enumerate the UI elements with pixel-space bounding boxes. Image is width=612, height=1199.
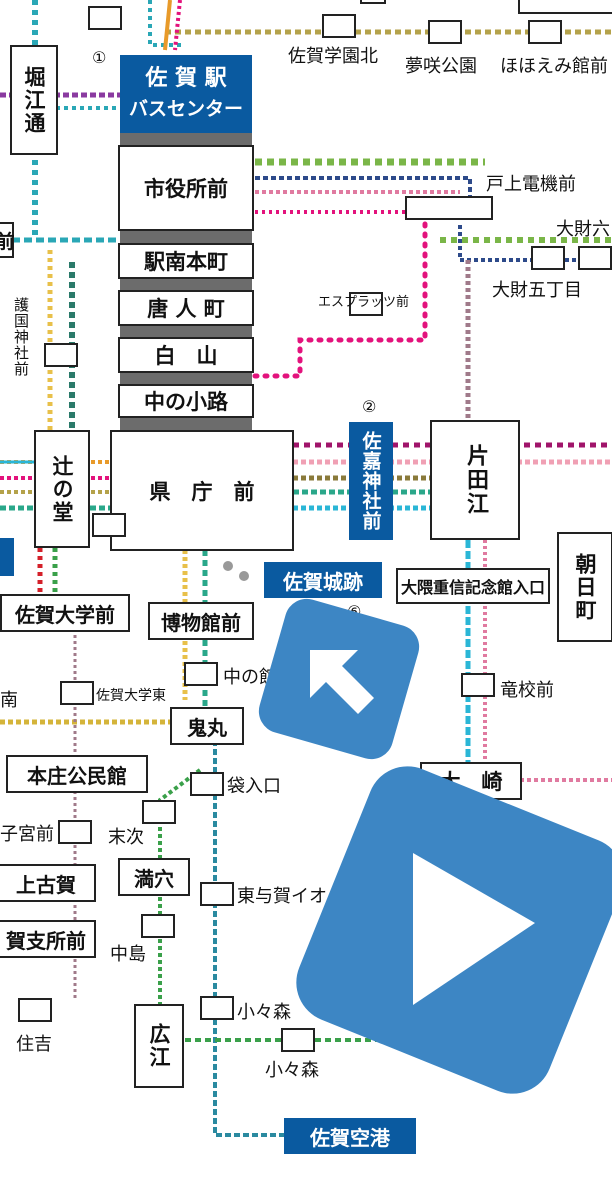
station-nakanokoji[interactable]: 中の小路: [118, 384, 254, 418]
stop-top-mid[interactable]: [360, 0, 386, 4]
stop-komiyamae[interactable]: [58, 820, 92, 844]
stop-ozaka-top[interactable]: [578, 246, 612, 270]
stack-separator: [120, 279, 252, 290]
stop-ryukou[interactable]: [461, 673, 495, 697]
route-teal-airport: [213, 740, 285, 1137]
route-pink-esplatz: [252, 217, 428, 379]
label-ozaka5: 大財五丁目: [492, 280, 582, 301]
station-mitsuana[interactable]: 満穴: [118, 858, 190, 896]
stop-suetsugi[interactable]: [142, 800, 176, 824]
station-okuma[interactable]: 大隈重信記念館入口: [396, 568, 550, 604]
station-left-edge[interactable]: 前: [0, 222, 15, 258]
saga-station-title: 佐 賀 駅: [145, 66, 227, 91]
station-hiroe[interactable]: 広江: [134, 1004, 184, 1088]
station-asahimachi[interactable]: 朝日町: [557, 532, 612, 642]
edge-blue-label: [0, 538, 14, 576]
station-onimaru[interactable]: 鬼丸: [170, 707, 244, 745]
play-button[interactable]: [284, 754, 612, 1106]
label-nakajima: 中島: [110, 944, 146, 965]
stop-komori-west[interactable]: [200, 996, 234, 1020]
station-sagakuukou[interactable]: 佐賀空港: [284, 1118, 416, 1154]
label-sagagakuen: 佐賀学園北: [288, 46, 378, 67]
stop-komori[interactable]: [281, 1028, 315, 1052]
stop-ozaka5[interactable]: [531, 246, 565, 270]
stop-hohoemi[interactable]: [528, 20, 562, 44]
saga-station-subtitle: バスセンター: [128, 98, 243, 120]
station-sagadaigaku[interactable]: 佐賀大学前: [0, 594, 130, 632]
station-tsujinodo[interactable]: 辻の堂: [34, 430, 90, 548]
marker-1: ①: [92, 48, 107, 67]
joseki-dot-2: [239, 571, 249, 581]
stop-sumiyoshi[interactable]: [18, 998, 52, 1022]
station-shishomae[interactable]: 賀支所前: [0, 920, 96, 958]
label-ryukou: 竜校前: [500, 680, 554, 701]
station-sagajinja[interactable]: 佐嘉神社前: [349, 422, 393, 540]
label-minami: 南: [0, 690, 18, 711]
route-pink-top: [173, 0, 182, 51]
label-fukuroiriguchi: 袋入口: [227, 776, 281, 797]
saga-station-bus-center[interactable]: 佐 賀 駅 バスセンター: [120, 55, 252, 133]
label-esplatz: エスプラッツ前: [318, 295, 410, 310]
stop-togami[interactable]: [405, 196, 493, 220]
station-honjo[interactable]: 本庄公民館: [6, 755, 148, 793]
station-hakubutsukan[interactable]: 博物館前: [148, 602, 254, 640]
station-shirayama[interactable]: 白 山: [118, 337, 254, 373]
label-komori-west: 小々森: [237, 1002, 291, 1023]
label-komori: 小々森: [265, 1060, 319, 1081]
stop-higashiyoka[interactable]: [200, 882, 234, 906]
station-kamikoga[interactable]: 上古賀: [0, 864, 96, 902]
label-sagadaigaku-higashi: 佐賀大学東: [96, 688, 166, 704]
stop-nakajima[interactable]: [141, 914, 175, 938]
station-shiyakusho[interactable]: 市役所前: [118, 145, 254, 231]
label-nakano: 中の館: [223, 667, 277, 688]
joseki-dot-1: [223, 561, 233, 571]
stop-sagadaigaku-higashi[interactable]: [60, 681, 94, 705]
stack-separator: [120, 231, 252, 243]
station-katata[interactable]: 片田江: [430, 420, 520, 540]
stop-fukuroiriguchi[interactable]: [190, 772, 224, 796]
play-icon: [413, 853, 535, 1005]
label-togami: 戸上電機前: [486, 174, 576, 195]
label-gokoku: 護国神社前: [12, 297, 30, 377]
route-orange-top: [163, 0, 172, 51]
back-button[interactable]: [253, 593, 425, 765]
label-hohoemi: ほほえみ館前: [500, 56, 608, 77]
stack-separator: [120, 133, 252, 145]
station-ekiminami[interactable]: 駅南本町: [118, 243, 254, 279]
label-ozaka-top: 大財六: [556, 219, 610, 240]
label-higashiyoka: 東与賀イオ: [237, 886, 327, 907]
stop-top-right[interactable]: [518, 0, 612, 14]
stack-separator: [120, 418, 252, 430]
station-kenchou[interactable]: 県 庁 前: [110, 430, 294, 551]
stack-separator: [120, 326, 252, 337]
label-sumiyoshi: 住吉: [16, 1034, 52, 1055]
up-left-arrow-icon: [310, 650, 374, 714]
marker-2: ②: [362, 397, 377, 416]
stop-nakano[interactable]: [184, 662, 218, 686]
stop-gokoku[interactable]: [44, 343, 78, 367]
label-suetsugi: 末次: [108, 827, 144, 848]
stack-separator: [120, 373, 252, 384]
stop-esplatz[interactable]: [349, 292, 383, 316]
label-yumesaki: 夢咲公園: [405, 56, 477, 77]
stop-top-left[interactable]: [88, 6, 122, 30]
stop-tsujinodo-east[interactable]: [92, 513, 126, 537]
label-komiyamae: 子宮前: [0, 824, 54, 845]
stop-sagagakuen[interactable]: [322, 14, 356, 38]
station-sagajoseki[interactable]: 佐賀城跡: [264, 562, 382, 598]
station-tojin[interactable]: 唐 人 町: [118, 290, 254, 326]
stop-yumesaki[interactable]: [428, 20, 462, 44]
station-horiedori[interactable]: 堀江通: [10, 45, 58, 155]
